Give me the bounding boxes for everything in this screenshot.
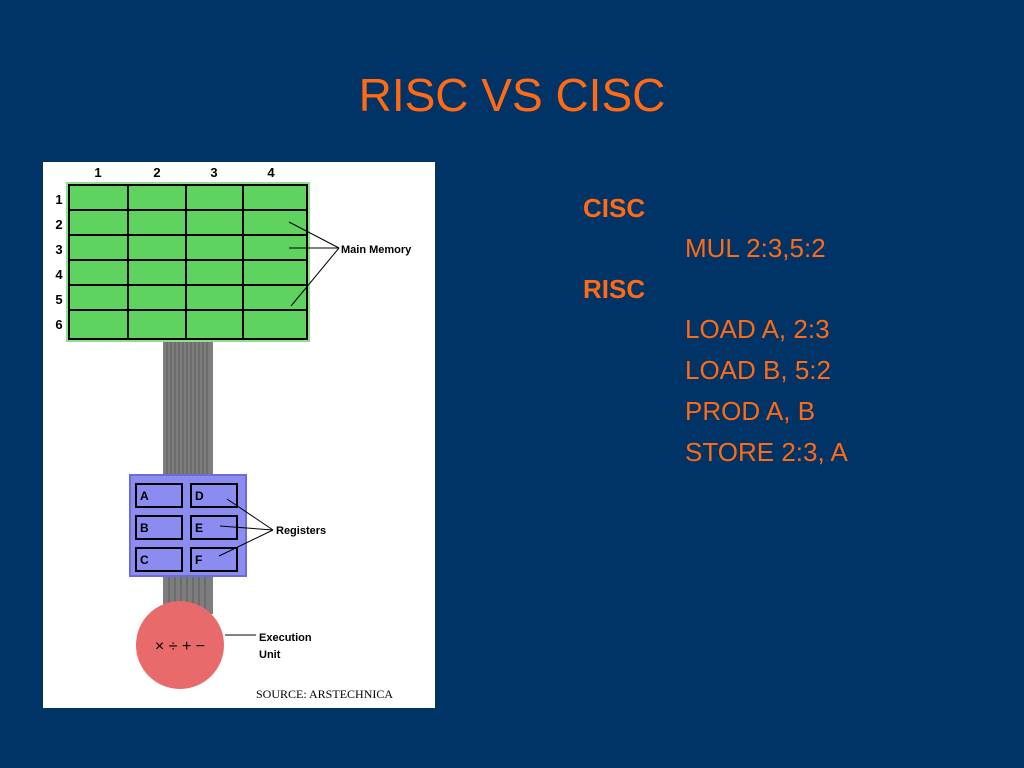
register-b <box>135 515 183 540</box>
slide-title: RISC VS CISC <box>358 69 666 121</box>
execution-label-line2: Unit <box>259 649 281 661</box>
row-label: 6 <box>55 317 62 332</box>
register-label: B <box>140 521 149 535</box>
register-c <box>135 547 183 572</box>
risc-instruction: LOAD B, 5:2 <box>685 355 831 385</box>
risc-instruction: PROD A, B <box>685 396 816 426</box>
register-label: E <box>195 521 203 535</box>
row-label: 3 <box>55 242 62 257</box>
row-label: 2 <box>55 217 62 232</box>
row-label: 5 <box>55 292 62 307</box>
column-label: 2 <box>153 165 160 180</box>
row-label: 4 <box>55 267 63 282</box>
column-label: 3 <box>210 165 217 180</box>
register-label: D <box>195 489 204 503</box>
main-memory-label: Main Memory <box>341 244 412 256</box>
execution-symbols: × ÷ + − <box>155 638 205 655</box>
column-label: 4 <box>267 165 275 180</box>
register-f <box>190 547 238 572</box>
memory-bus <box>163 342 213 477</box>
risc-heading: RISC <box>583 274 646 304</box>
register-label: C <box>140 553 149 567</box>
memory-diagram: 1 2 3 4 1 2 3 4 5 6 <box>43 162 435 708</box>
cisc-heading: CISC <box>583 193 646 223</box>
register-label: A <box>140 489 149 503</box>
main-memory-pointers <box>288 221 340 307</box>
execution-label-line1: Execution <box>259 632 312 644</box>
main-memory-grid <box>66 182 310 342</box>
register-file <box>129 474 247 577</box>
registers-label: Registers <box>276 525 326 537</box>
register-label: F <box>195 553 202 567</box>
column-label: 1 <box>94 165 101 180</box>
register-a <box>135 483 183 508</box>
risc-instruction: LOAD A, 2:3 <box>685 314 830 344</box>
source-credit: SOURCE: ARSTECHNICA <box>256 687 393 701</box>
risc-instruction: STORE 2:3, A <box>685 437 848 467</box>
instruction-comparison: CISC MUL 2:3,5:2 RISC LOAD A, 2:3 LOAD B… <box>583 188 848 473</box>
registers-pointers <box>218 498 274 557</box>
row-label: 1 <box>55 192 62 207</box>
cisc-instruction: MUL 2:3,5:2 <box>685 233 826 263</box>
execution-unit <box>136 601 224 689</box>
register-d <box>190 483 238 508</box>
